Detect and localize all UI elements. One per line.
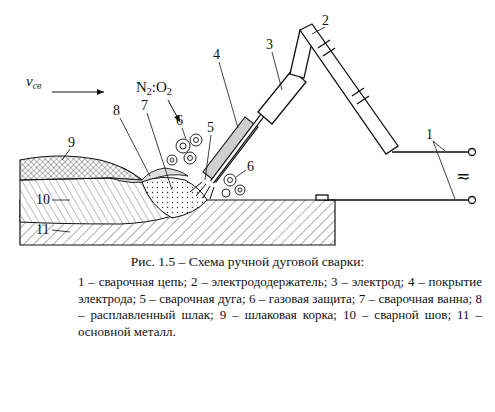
gas-symbol: N: [136, 79, 147, 95]
electrode-rod: [212, 108, 268, 182]
callout-number: 6: [176, 114, 183, 128]
air-composition: N2:O2: [136, 80, 172, 97]
weld-pool: [142, 177, 207, 218]
callout-number: 3: [266, 38, 273, 52]
speed-arrow: [52, 92, 104, 93]
welding-speed: vсв: [26, 74, 41, 91]
speed-subscript: св: [33, 80, 42, 91]
callout-number: 9: [68, 136, 75, 150]
callout-number: 1: [426, 128, 433, 142]
slag-crust: [20, 156, 142, 180]
callout-number: 10: [36, 193, 50, 207]
callout-number: 11: [36, 223, 49, 237]
callout-number: 7: [141, 99, 148, 113]
welding-circuit: [316, 149, 476, 204]
electrode-coating: [203, 117, 258, 182]
gas-separator: :: [152, 79, 156, 95]
gas-symbol: O: [156, 79, 167, 95]
callout-number: 5: [207, 121, 214, 135]
callout-number: 6: [247, 160, 254, 174]
gas-subscript: 2: [147, 86, 152, 97]
gas-subscript: 2: [167, 86, 172, 97]
callout-number: 8: [113, 104, 120, 118]
legend-description: 1 – сварочная цепь; 2 – электрододержате…: [78, 274, 482, 341]
figure-caption: Рис. 1.5 – Схема ручной дуговой сварки:: [0, 254, 495, 270]
welding-arc: [190, 182, 214, 199]
power-symbol: ≂: [456, 168, 470, 185]
gas-shield: [167, 134, 245, 197]
electrode-holder: [258, 24, 398, 154]
speed-symbol: v: [26, 73, 33, 89]
callout-number: 4: [213, 48, 220, 62]
leader-lines: [52, 27, 455, 232]
callout-number: 2: [322, 14, 329, 28]
